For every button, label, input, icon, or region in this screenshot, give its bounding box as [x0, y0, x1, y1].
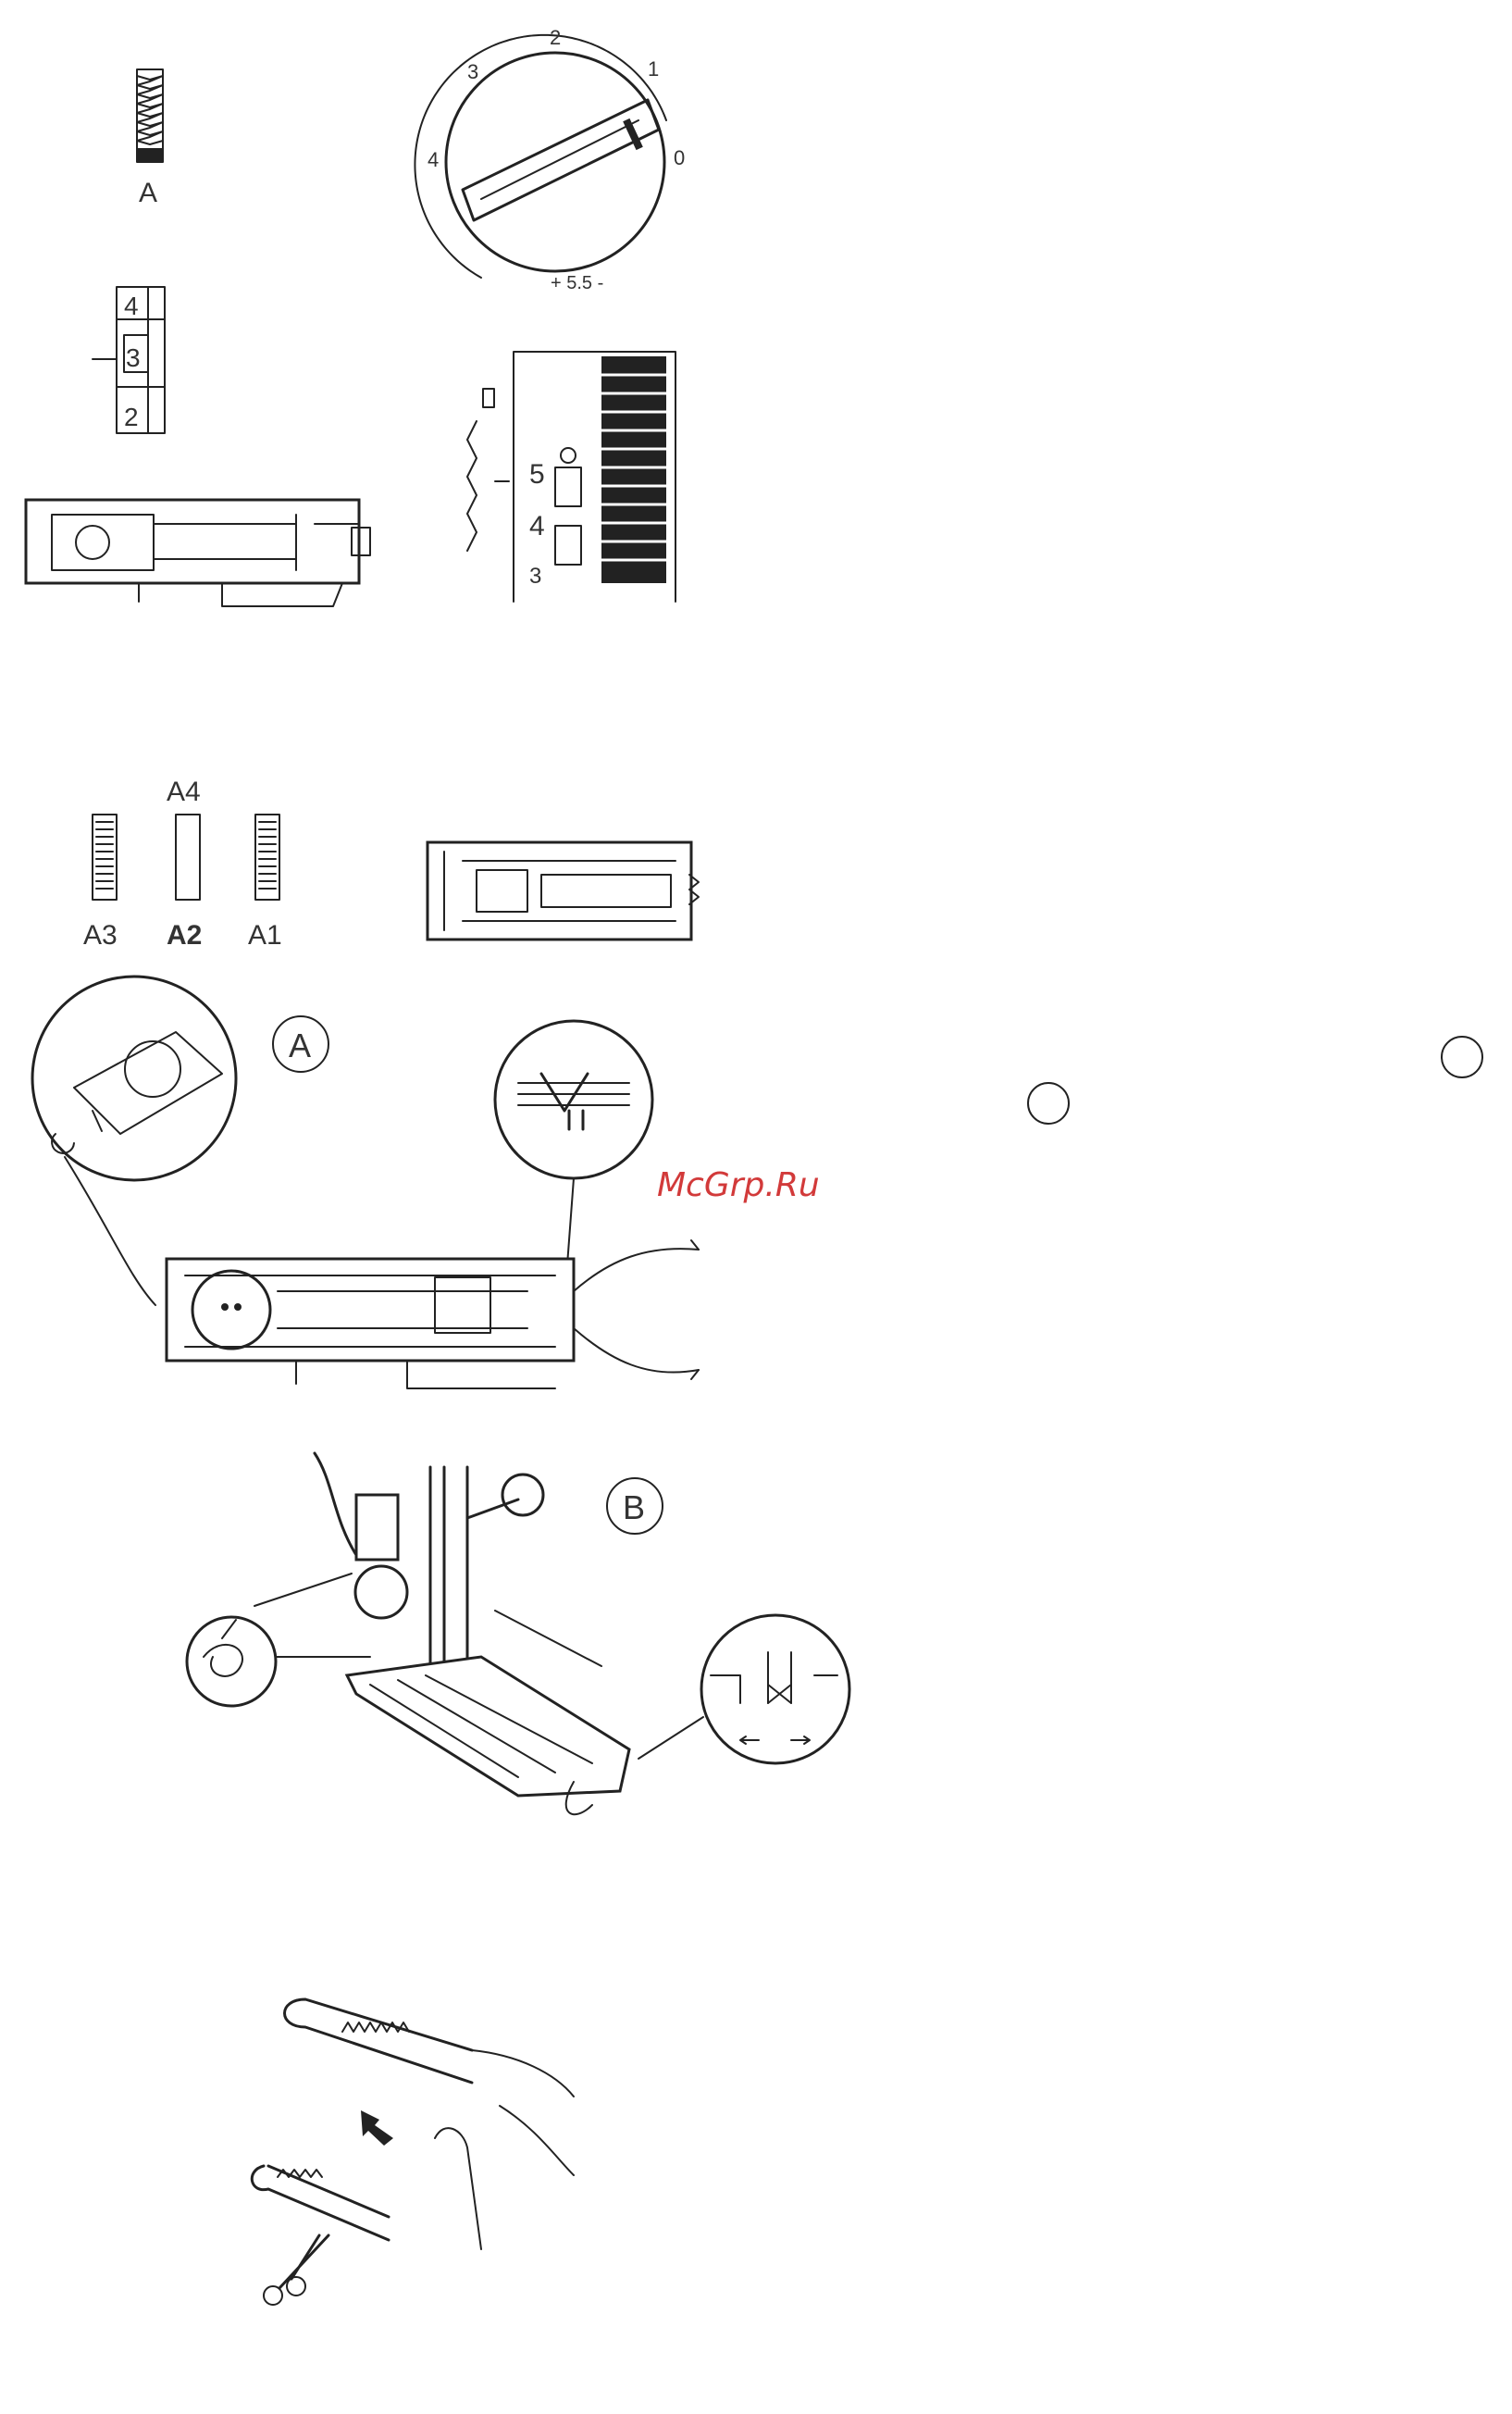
empty-marker-circle-1	[1442, 1037, 1482, 1077]
stitch-length-dial: 2 3 4 1 0 + 5.5 -	[415, 26, 685, 293]
stitch-a-figure: A	[137, 69, 163, 208]
selector-number-4: 4	[529, 511, 545, 541]
buttonhole-types: A4 A3 A2 A1	[83, 777, 282, 951]
buttonhole-label-a1: A1	[248, 920, 282, 951]
selector-number-3: 3	[529, 564, 541, 589]
buttonhole-foot-side	[26, 500, 370, 606]
buttonhole-label-a3: A3	[83, 920, 118, 951]
buttonhole-label-a2: A2	[167, 920, 202, 951]
thread-inset	[187, 1617, 276, 1706]
dial-number-3: 3	[467, 60, 478, 83]
needle-inset	[701, 1615, 849, 1763]
scale-number-2: 2	[124, 403, 139, 431]
dial-number-4: 4	[428, 148, 439, 171]
stitch-selector-window: 5 4 3	[467, 352, 675, 602]
dial-number-2: 2	[550, 26, 561, 49]
stitch-a-label: A	[139, 178, 157, 208]
step-b-badge: B	[623, 1488, 645, 1526]
step-a-badge: A	[289, 1027, 311, 1064]
inset-circle-left	[32, 977, 236, 1180]
empty-marker-circle-2	[1028, 1083, 1069, 1124]
figure-b-presser-foot: B	[187, 1453, 849, 1814]
stitch-scale: 4 3 2	[93, 287, 165, 433]
dial-number-1: 1	[648, 57, 659, 81]
scale-number-3: 3	[126, 343, 141, 372]
buttonhole-foot-top	[428, 842, 699, 939]
dial-number-0: 0	[674, 146, 685, 169]
scale-number-4: 4	[124, 292, 139, 320]
inset-circle-right	[495, 1021, 652, 1178]
figure-cut-buttonhole	[252, 1999, 574, 2305]
dial-range-label: + 5.5 -	[551, 273, 603, 293]
watermark: McGrp.Ru	[657, 1166, 820, 1204]
figure-a-button-foot: A	[32, 977, 699, 1388]
buttonhole-top-label: A4	[167, 777, 201, 807]
selector-number-5: 5	[529, 459, 545, 490]
